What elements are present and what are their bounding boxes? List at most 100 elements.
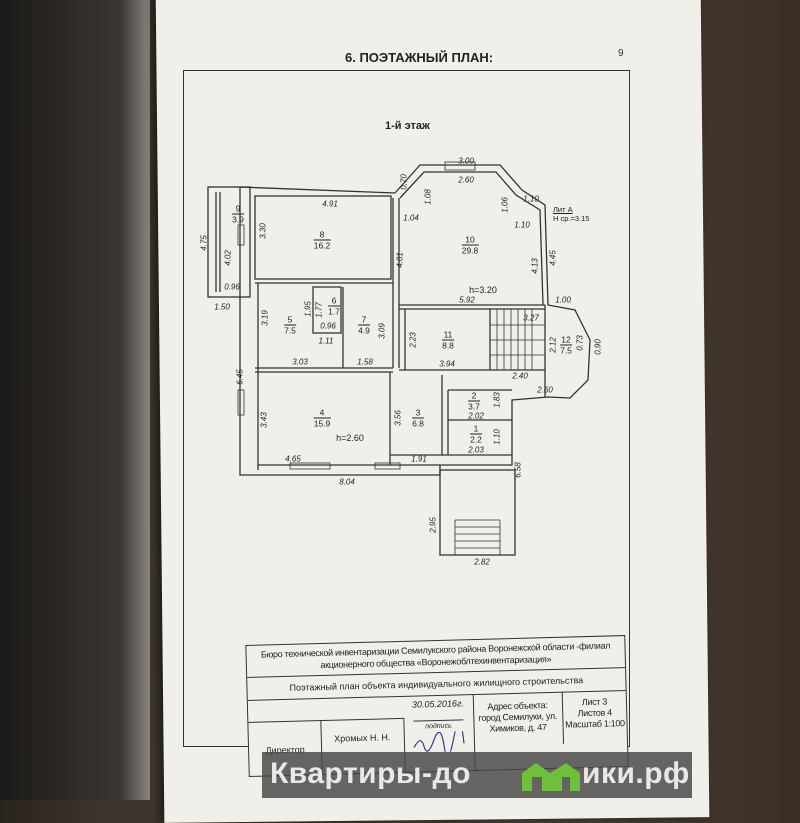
dimension: 0.96 [224, 282, 240, 292]
dimension: 2.12 [548, 337, 558, 353]
dimension: 4.02 [223, 250, 233, 266]
ceiling-height: h=2.60 [336, 433, 364, 443]
signer-name: Хромых Н. Н. [334, 732, 391, 744]
scale: Масштаб 1:100 [565, 718, 625, 730]
dimension: 3.19 [260, 310, 270, 326]
dimension: 2.03 [468, 445, 484, 455]
floor-label: 1-й этаж [385, 120, 430, 132]
room-number: 2 [471, 390, 477, 401]
room-number: 5 [287, 314, 293, 325]
room-area: 1.7 [328, 305, 340, 317]
watermark-text: Квартиры-до [270, 757, 471, 790]
dimension: 4.75 [199, 235, 209, 251]
room-number: 6 [331, 295, 337, 306]
page-number: 9 [618, 48, 624, 59]
dimension: 3.30 [258, 223, 268, 239]
dimension: 6.58 [513, 462, 523, 478]
room-area: 7.5 [560, 344, 572, 356]
room-area: 3.9 [232, 213, 244, 225]
dimension: 4.91 [322, 199, 338, 209]
dimension: 1.10 [514, 220, 530, 230]
dimension: 1.06 [500, 197, 510, 213]
dimension: 2.23 [408, 332, 418, 348]
dimension: 4.65 [285, 454, 301, 464]
lit-height: H ср.=3.15 [553, 214, 590, 223]
dimension: 1.11 [318, 336, 334, 346]
dimension: 1.10 [523, 194, 539, 204]
room-number: 4 [319, 407, 325, 418]
room-number: 3 [415, 407, 421, 418]
room-area: 4.9 [358, 324, 370, 336]
room-number: 1 [473, 423, 479, 434]
dimension: 6.45 [235, 369, 245, 385]
dimension: 1.77 [314, 302, 324, 318]
dimension: 3.56 [393, 410, 403, 426]
dimension: 4.13 [530, 258, 540, 274]
dimension: 3.94 [439, 359, 455, 369]
lit-name: Лит А [553, 205, 573, 214]
dimension: 0.96 [320, 321, 336, 331]
dimension: 8.04 [339, 477, 355, 487]
dimension: 3.00 [458, 156, 474, 166]
room-area: 7.5 [284, 324, 296, 336]
dimension: 4.45 [548, 250, 558, 266]
address-cell: Адрес объекта:город Семилуки, ул.Химиков… [472, 691, 565, 747]
watermark-banner: Квартиры-до ики.рф [262, 752, 692, 798]
room-area: 3.7 [468, 400, 480, 412]
date: 30.05.2016г. [411, 698, 465, 710]
room-area: 6.8 [412, 417, 424, 429]
dimension: 2.02 [468, 411, 484, 421]
room-number: 7 [361, 314, 367, 325]
dimension: 0.70 [399, 174, 409, 190]
dimension: 1.95 [303, 301, 313, 317]
dimension: 1.04 [403, 213, 419, 223]
dimension: 2.60 [537, 385, 553, 395]
floor-plan [207, 161, 591, 556]
room-area: 8.8 [442, 339, 454, 351]
dimension: 1.91 [411, 454, 427, 464]
address: Химиков, д. 47 [489, 722, 547, 734]
room-number: 8 [319, 229, 325, 240]
room-area: 15.9 [313, 417, 331, 429]
dimension: 1.58 [357, 357, 373, 367]
binder-edge [0, 0, 150, 800]
dimension: 4.01 [395, 252, 405, 268]
dimension: 2.82 [474, 557, 490, 567]
section-title: 6. ПОЭТАЖНЫЙ ПЛАН: [345, 50, 494, 65]
room-area: 29.8 [461, 244, 479, 256]
dimension: 0.90 [593, 339, 603, 355]
room-area: 2.2 [470, 433, 482, 445]
dimension: 1.83 [492, 392, 502, 408]
dimension: 3.09 [377, 323, 387, 339]
dimension: 3.03 [292, 357, 308, 367]
dimension: 2.60 [458, 175, 474, 185]
dimension: 3.43 [259, 412, 269, 428]
signature-cell: 30.05.2016г. подпись [402, 694, 476, 772]
dimension: 0.73 [575, 335, 585, 351]
room-number: 10 [465, 234, 475, 245]
watermark-text: ики.рф [582, 757, 690, 790]
ceiling-height: h=3.20 [469, 285, 497, 295]
dimension: 2.40 [512, 371, 528, 381]
room-number: 11 [443, 329, 453, 340]
title-block: Бюро технической инвентаризации Семилукс… [245, 635, 629, 777]
dimension: 1.50 [214, 302, 230, 312]
room-number: 9 [235, 203, 241, 214]
dimension: 1.00 [555, 295, 571, 305]
signature [413, 722, 465, 757]
dimension: 1.10 [492, 429, 502, 445]
